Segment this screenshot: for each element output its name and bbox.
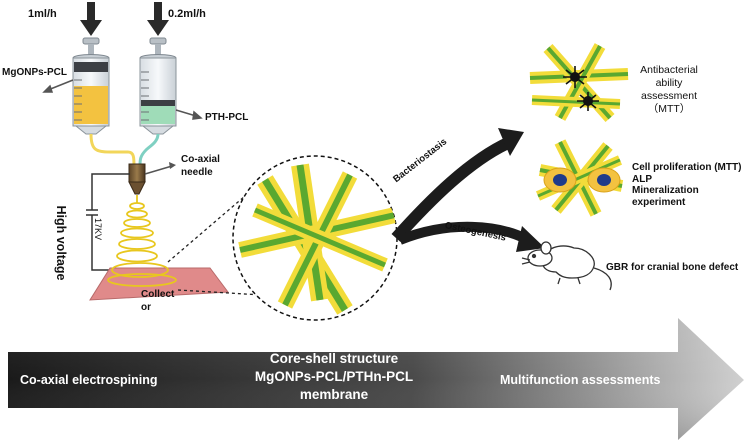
gbr-label: GBR for cranial bone defect	[606, 262, 739, 273]
antibacterial-label: Antibacterial ability assessment （MTT）	[640, 64, 698, 115]
syringe-label-pointers	[42, 79, 203, 120]
flow-arrow-right	[147, 2, 169, 36]
branch-arrows	[391, 128, 545, 252]
syringe-right	[139, 37, 177, 135]
alp-label: ALP	[632, 174, 652, 185]
fiber-jet-spiral	[107, 195, 177, 287]
process-step-3: Multifunction assessments	[500, 373, 661, 387]
syringe-right-label: PTH-PCL	[205, 112, 249, 123]
flow-rate-left: 1ml/h	[28, 8, 57, 20]
flow-rate-right: 0.2ml/h	[168, 8, 206, 20]
voltage-circuit	[86, 173, 130, 271]
antibacterial-fibers	[529, 43, 629, 122]
voltage-value: 17KV	[93, 217, 103, 241]
cell-proliferation-label: Cell proliferation (MTT)	[632, 162, 742, 173]
needle-label: Co-axial needle	[181, 154, 220, 178]
tube-right	[138, 133, 160, 167]
mineralization-label: Mineralization experiment	[632, 185, 699, 208]
syringe-left-label: MgONPs-PCL	[2, 67, 67, 78]
collector-label: Collect or	[141, 289, 175, 313]
zoom-lines	[167, 189, 263, 296]
zoom-circle	[232, 155, 398, 321]
mouse-icon	[521, 241, 612, 291]
syringe-left	[72, 37, 110, 135]
cell-fibers	[535, 139, 624, 217]
process-step-1: Co-axial electrospining	[20, 373, 158, 387]
coaxial-needle	[128, 162, 176, 195]
flow-arrow-left	[80, 2, 102, 36]
high-voltage-label: High voltage	[54, 205, 68, 281]
tube-left	[89, 133, 136, 167]
process-step-2: Core-shell structure MgONPs-PCL/PTHn-PCL…	[254, 351, 414, 402]
process-arrow	[8, 318, 744, 440]
